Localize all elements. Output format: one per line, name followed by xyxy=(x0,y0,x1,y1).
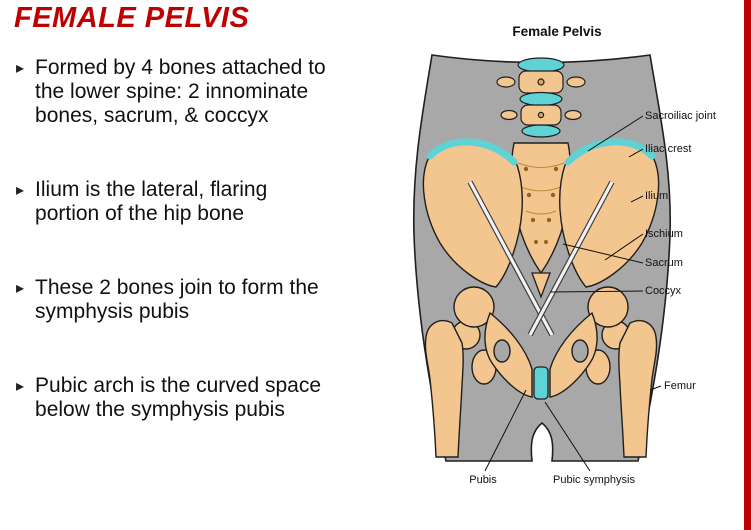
bullet-marker-icon: ▸ xyxy=(16,280,25,297)
bullet-item: ▸ Pubic arch is the curved space below t… xyxy=(16,374,356,422)
bullet-marker-icon: ▸ xyxy=(16,60,25,77)
bullet-item: ▸ These 2 bones join to form the symphys… xyxy=(16,276,356,324)
label-coccyx: Coccyx xyxy=(645,285,682,297)
label-femur: Femur xyxy=(664,380,696,392)
pelvis-illustration: Sacroiliac joint Iliac crest Ilium Ischi… xyxy=(412,54,716,486)
bullet-text: Pubic arch is the curved space below the… xyxy=(35,374,322,421)
bullet-item: ▸ Ilium is the lateral, flaring portion … xyxy=(16,178,356,226)
label-iliac-crest: Iliac crest xyxy=(645,143,691,155)
bullet-item: ▸ Formed by 4 bones attached to the lowe… xyxy=(16,56,356,128)
label-sacrum: Sacrum xyxy=(645,257,683,269)
diagram-labels: Sacroiliac joint Iliac crest Ilium Ischi… xyxy=(469,110,716,486)
bullet-text: These 2 bones join to form the symphysis… xyxy=(35,276,319,323)
bullet-marker-icon: ▸ xyxy=(16,182,25,199)
right-iliac-crest-cartilage xyxy=(564,138,656,166)
leader-lines xyxy=(484,115,662,472)
diagram-title: Female Pelvis xyxy=(512,24,602,39)
left-iliac-crest-cartilage xyxy=(426,138,518,166)
right-hip-bone xyxy=(549,142,660,398)
bullet-text: Formed by 4 bones attached to the lower … xyxy=(35,56,326,127)
lumbar-spine xyxy=(496,57,586,138)
page-title: FEMALE PELVIS xyxy=(14,2,250,34)
label-pubic-symphysis: Pubic symphysis xyxy=(553,474,635,486)
bullet-marker-icon: ▸ xyxy=(16,378,25,395)
right-femur xyxy=(601,319,658,458)
ligament-bands xyxy=(467,180,615,337)
bullet-list: ▸ Formed by 4 bones attached to the lowe… xyxy=(16,56,356,472)
label-sacroiliac-joint: Sacroiliac joint xyxy=(645,110,716,122)
label-pubis: Pubis xyxy=(469,474,497,486)
coccyx-bone xyxy=(531,272,551,299)
pubic-symphysis-joint xyxy=(533,366,549,400)
label-ischium: Ischium xyxy=(645,228,683,240)
bullet-text: Ilium is the lateral, flaring portion of… xyxy=(35,178,268,225)
label-ilium: Ilium xyxy=(645,190,668,202)
accent-bar xyxy=(744,0,751,530)
pelvis-diagram: Female Pelvis xyxy=(402,20,747,510)
left-femur xyxy=(424,319,481,458)
